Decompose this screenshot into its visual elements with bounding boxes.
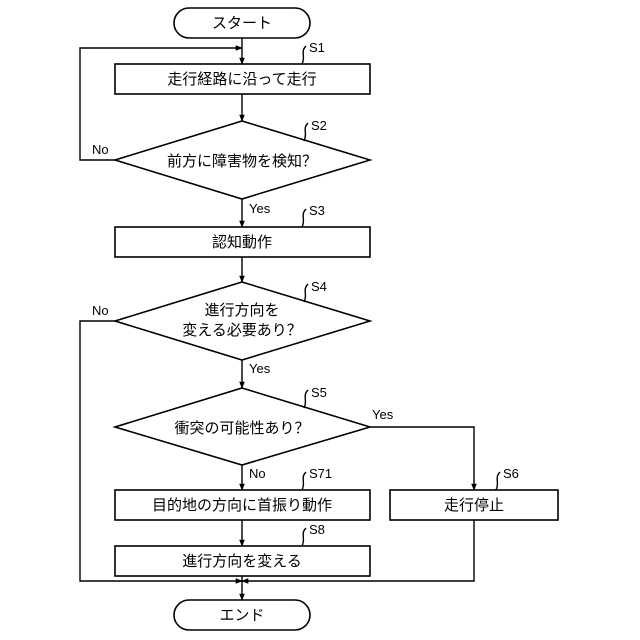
s5-leader [304, 390, 308, 408]
s1-label: 走行経路に沿って走行 [167, 71, 316, 88]
s8-leader [302, 528, 306, 546]
s3-step-label: S3 [309, 203, 325, 218]
s5-label: 衝突の可能性あり？ [174, 420, 309, 437]
s4-label-line1: 進行方向を [204, 302, 279, 319]
s3-leader [302, 209, 306, 227]
s71-leader [302, 472, 306, 490]
s2-step-label: S2 [311, 118, 327, 133]
s1-step-label: S1 [309, 40, 325, 55]
s4-yes-label: Yes [249, 361, 271, 376]
start-label: スタート [212, 15, 272, 32]
s6-leader [496, 472, 500, 490]
s5-no-label: No [249, 466, 266, 481]
s4-no-label: No [92, 303, 109, 318]
end-label: エンド [219, 607, 264, 624]
s71-label: 目的地の方向に首振り動作 [152, 497, 332, 514]
s3-label: 認知動作 [212, 234, 272, 251]
s4-leader [304, 284, 308, 302]
s4-decision-diamond [115, 282, 370, 360]
s4-label-line2: 変える必要あり？ [182, 322, 302, 339]
s8-step-label: S8 [309, 522, 325, 537]
s1-leader [302, 46, 306, 64]
s5-step-label: S5 [311, 385, 327, 400]
s6-step-label: S6 [503, 466, 519, 481]
s2-no-label: No [92, 142, 109, 157]
s2-leader [304, 123, 308, 141]
s71-step-label: S71 [309, 466, 332, 481]
s5-yes-label: Yes [372, 407, 394, 422]
arrow-s5-yes-s6 [370, 427, 474, 490]
s4-step-label: S4 [311, 279, 327, 294]
s8-label: 進行方向を変える [182, 553, 302, 570]
s6-label: 走行停止 [444, 497, 504, 514]
s2-yes-label: Yes [249, 201, 271, 216]
s2-label: 前方に障害物を検知？ [167, 152, 317, 170]
